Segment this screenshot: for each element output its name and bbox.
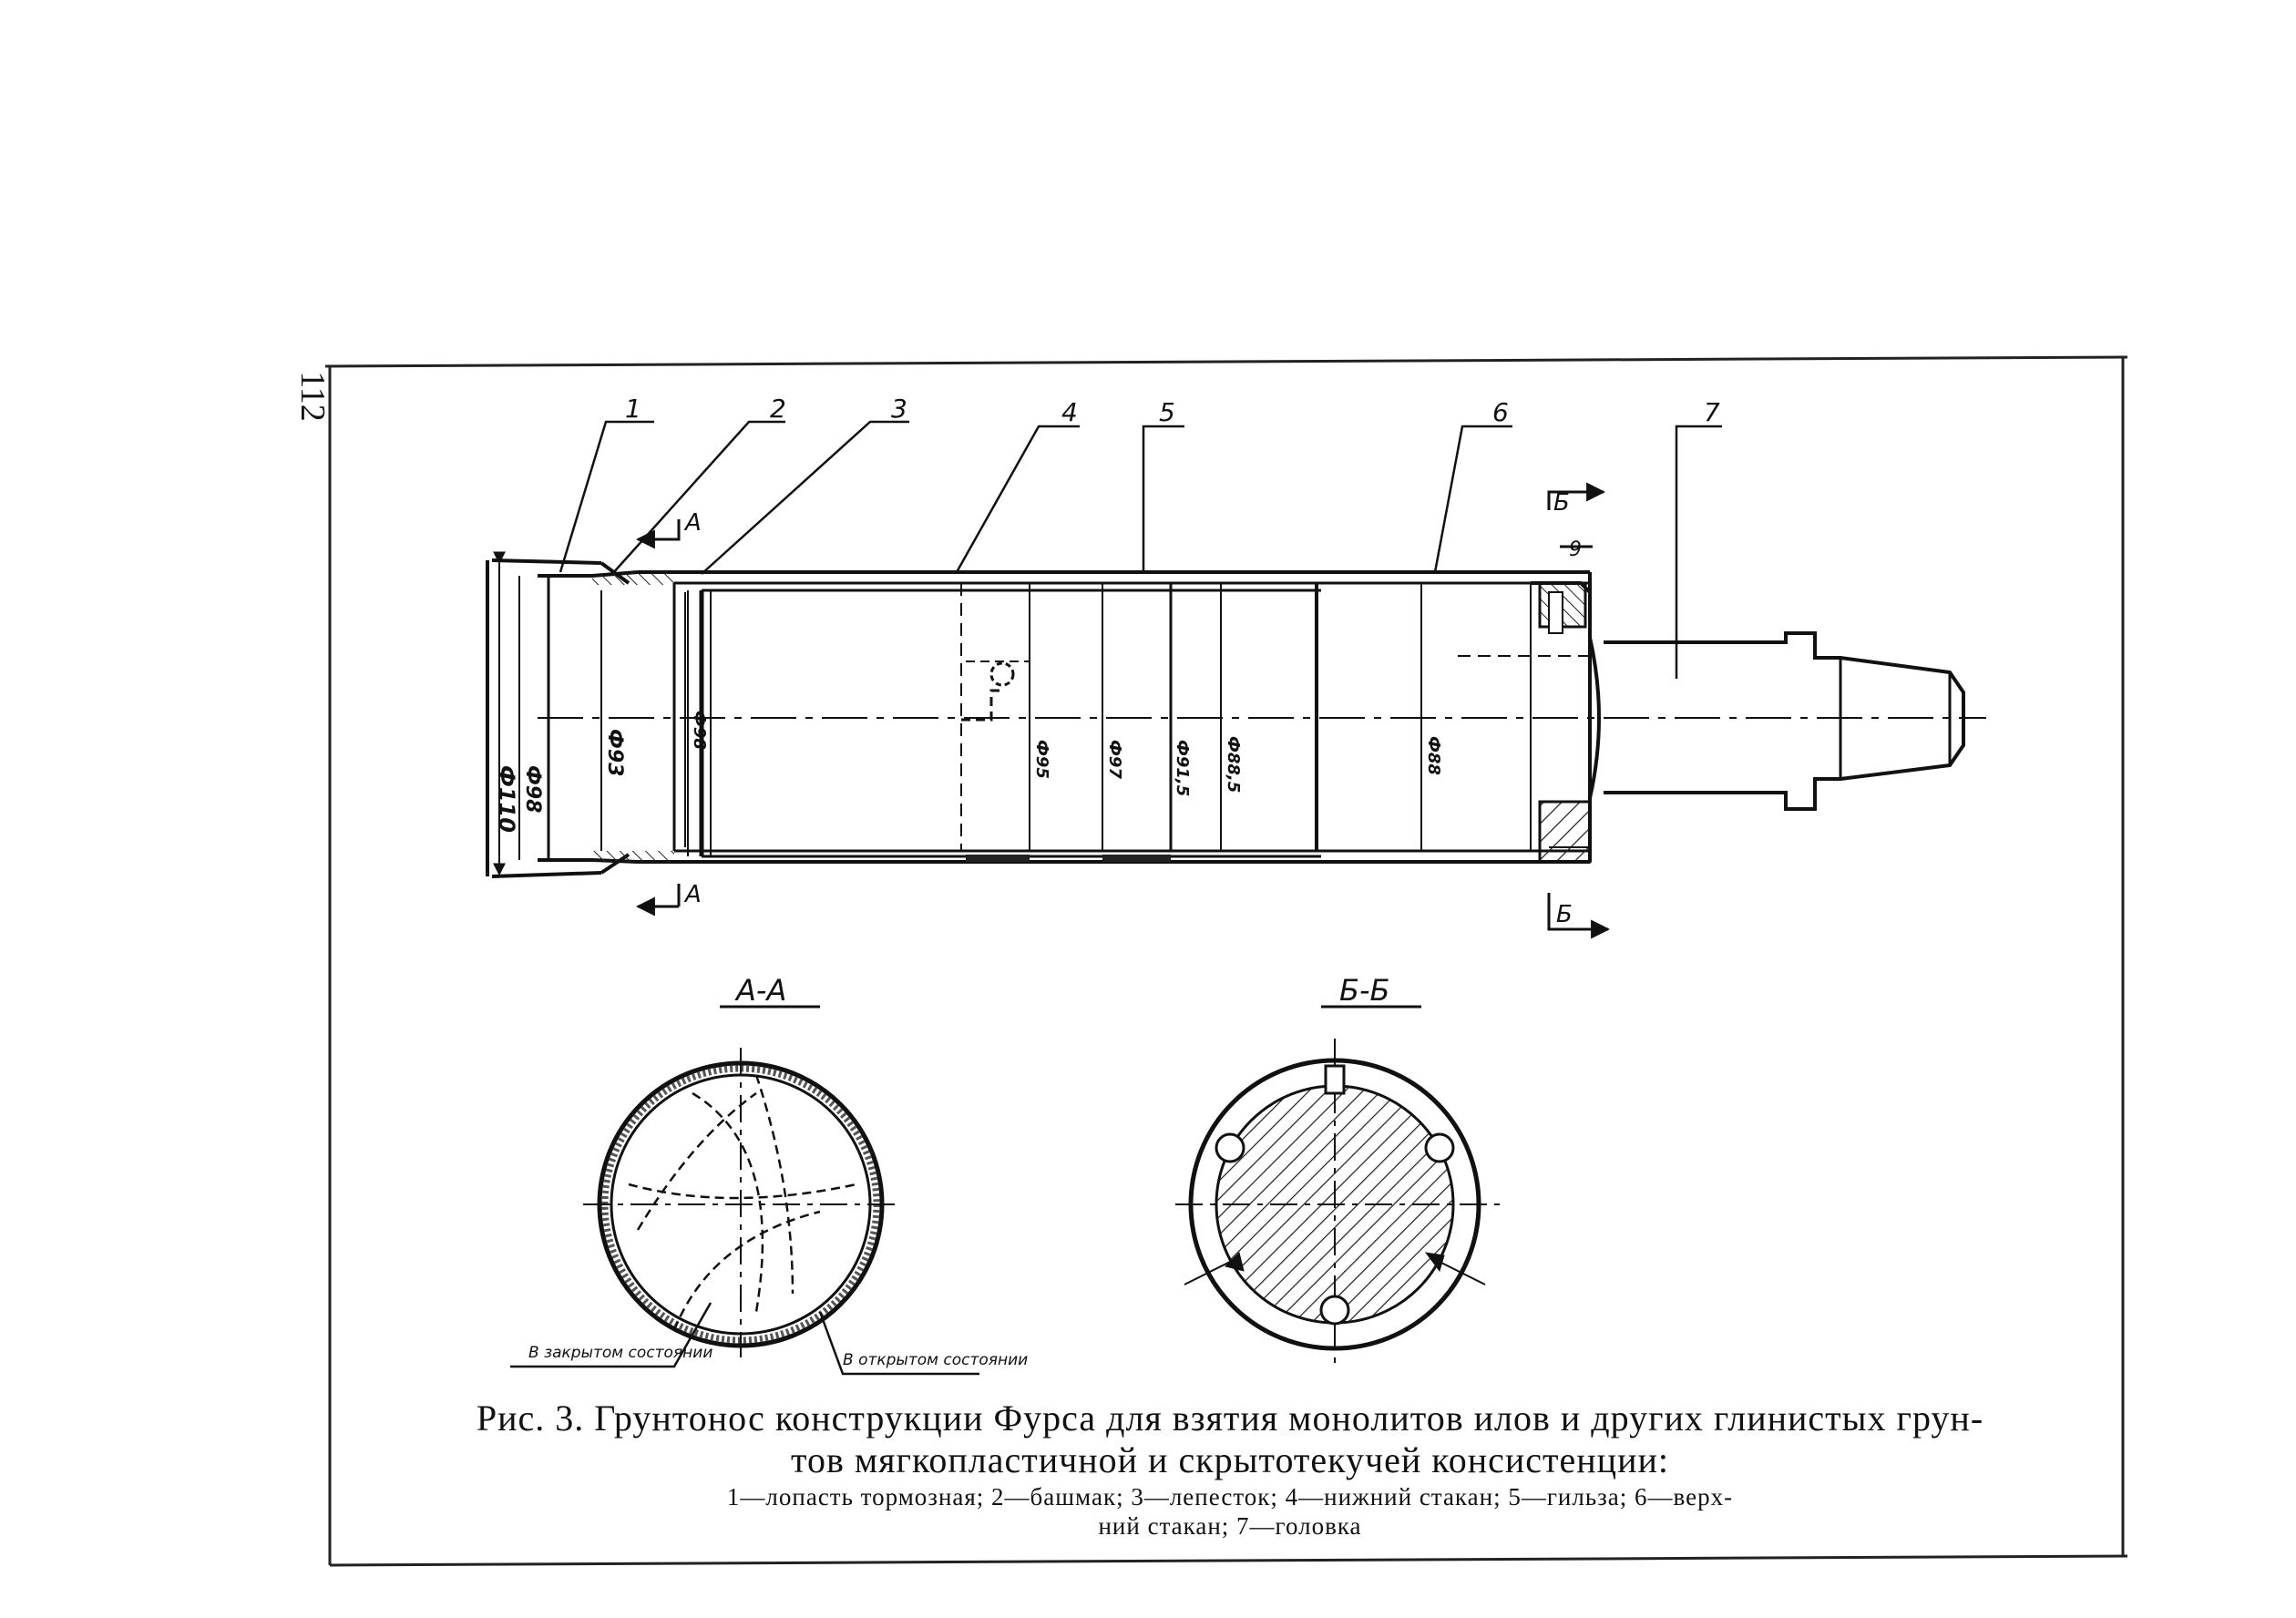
dim-label: Ф98: [521, 765, 544, 813]
callout-numbers: 1 2 3 4 5 6 7: [625, 394, 1720, 427]
dim-label: Ф93: [603, 729, 626, 776]
callout-2: 2: [770, 394, 786, 424]
dim-label: Ф88,5: [1224, 736, 1243, 793]
callout-7: 7: [1704, 397, 1720, 427]
section-mark-a-bottom: А: [683, 881, 702, 908]
section-mark-b-top: Б: [1553, 489, 1570, 517]
caption-legend-line-1: 1—лопасть тормозная; 2—башмак; 3—лепесто…: [726, 1483, 1734, 1510]
section-cut-marks: [635, 482, 1611, 939]
diameter-labels: Ф110 Ф98 Ф93 Ф98 Ф95 Ф97 Ф91,5 Ф88,5 Ф88: [494, 711, 1443, 833]
dim-label: Ф97: [1105, 740, 1124, 779]
dim-label: Ф98: [690, 711, 709, 750]
caption-title-line-1: Рис. 3. Грунтонос конструкции Фурса для …: [476, 1398, 1984, 1439]
section-mark-b-bottom: Б: [1556, 901, 1573, 928]
section-dim-9: 9: [1569, 538, 1582, 561]
section-aa-title: А-А: [734, 973, 786, 1008]
callouts: [559, 420, 1722, 679]
callout-6: 6: [1492, 397, 1509, 427]
dim-label: Ф91,5: [1173, 740, 1192, 796]
page-frame: [324, 355, 2128, 1567]
dimension-lines: [493, 551, 686, 876]
section-cut-letters: А А Б Б 9: [683, 489, 1582, 928]
section-aa: А-А В закрытом состоянии В открытом сост…: [510, 973, 1028, 1376]
aa-note-open: В открытом состоянии: [843, 1351, 1028, 1369]
section-mark-a-top: А: [683, 509, 702, 537]
callout-1: 1: [625, 394, 641, 424]
dim-label: Ф88: [1424, 736, 1443, 775]
callout-5: 5: [1159, 397, 1175, 427]
aa-note-closed: В закрытом состоянии: [528, 1344, 712, 1362]
dim-label: Ф110: [494, 765, 519, 833]
callout-3: 3: [891, 394, 907, 424]
head-shaft: [1604, 631, 1965, 811]
section-bb-title: Б-Б: [1339, 973, 1389, 1008]
section-bb: Б-Б: [1175, 973, 1503, 1367]
callout-4: 4: [1061, 397, 1078, 427]
sampler-body: [486, 558, 1986, 878]
caption-legend-line-2: ний стакан; 7—головка: [1098, 1512, 1362, 1540]
caption-title-line-2: тов мягкопластичной и скрытотекучей конс…: [790, 1439, 1670, 1480]
dim-label: Ф95: [1032, 740, 1051, 779]
